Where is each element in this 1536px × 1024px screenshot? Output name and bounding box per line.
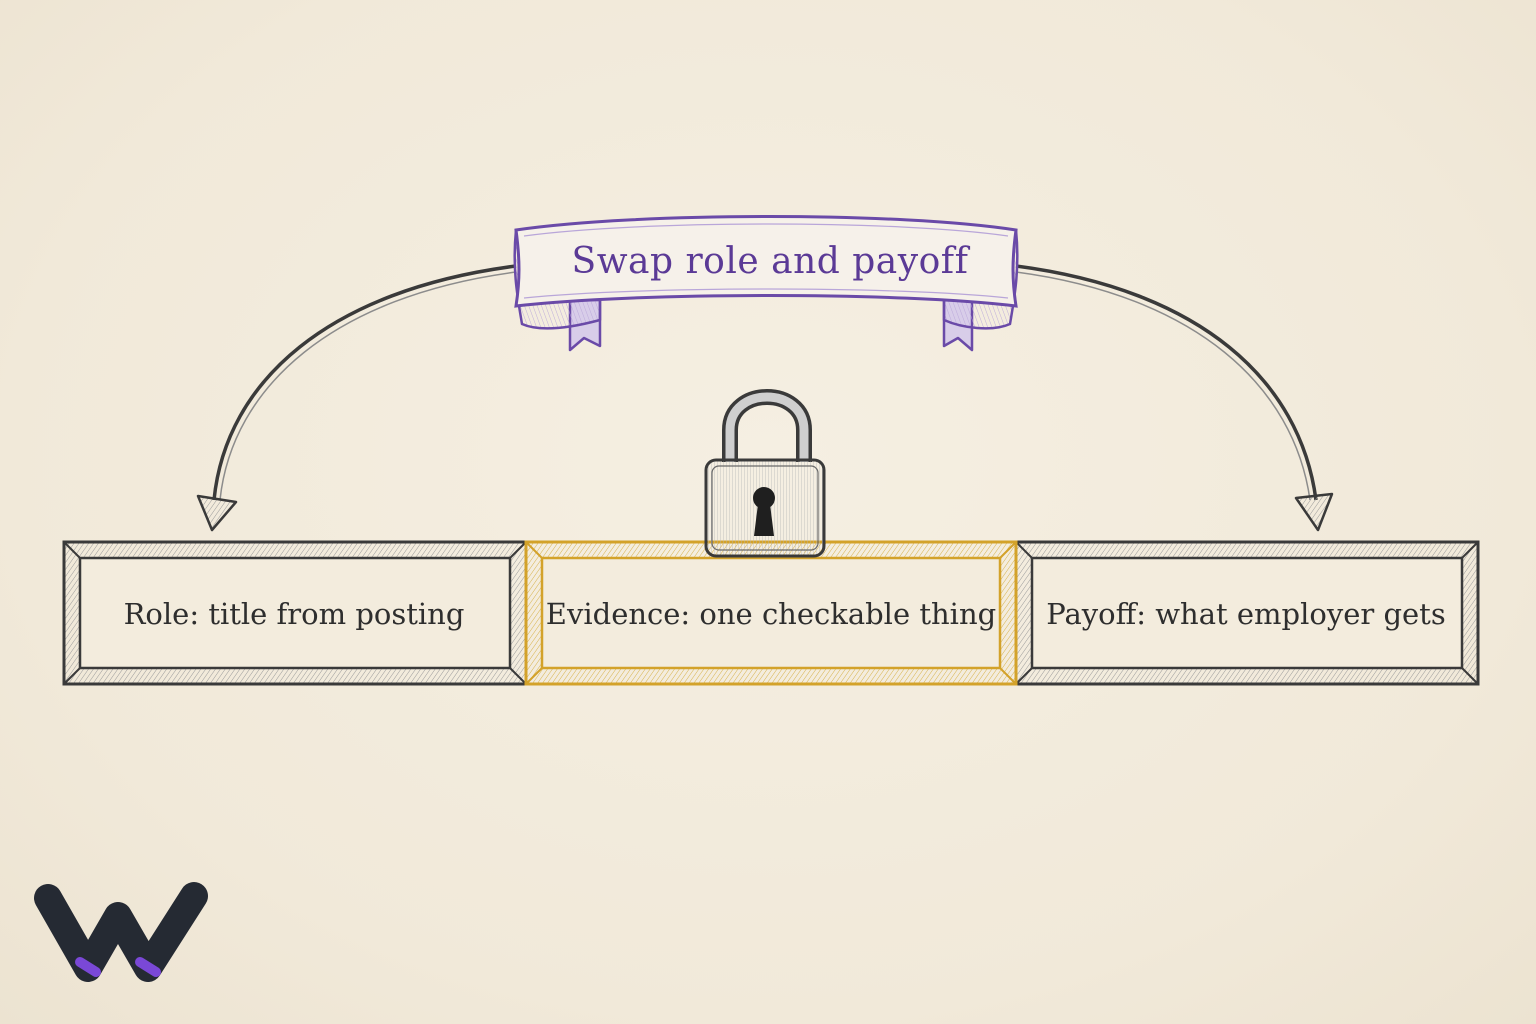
box-payoff: [1014, 540, 1480, 686]
box-role-label: Role: title from posting: [123, 597, 465, 631]
box-role: [62, 540, 528, 686]
ribbon-banner: [513, 215, 1019, 352]
swap-arrow-left: [196, 264, 517, 532]
banner-title: Swap role and payoff: [571, 240, 969, 282]
box-evidence-label: Evidence: one checkable thing: [545, 597, 997, 631]
box-evidence: [524, 540, 1018, 686]
padlock-icon: [704, 389, 826, 558]
box-payoff-label: Payoff: what employer gets: [1046, 597, 1446, 631]
swap-arrow-right: [1015, 264, 1334, 532]
w-logo-icon: [34, 882, 208, 982]
